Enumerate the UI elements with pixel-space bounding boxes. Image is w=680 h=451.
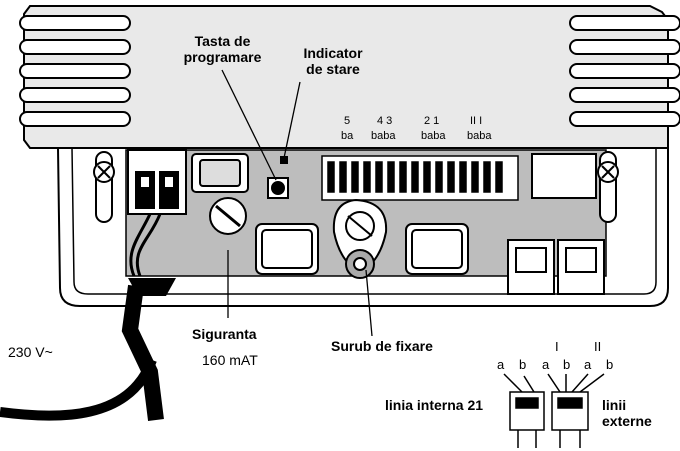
internal-pin-b: b — [519, 357, 527, 372]
programming-key-label-line2: programare — [183, 49, 262, 65]
mounting-screw-left — [93, 151, 115, 223]
external-pin-a2: a — [584, 357, 592, 372]
internal-line-plug — [503, 373, 545, 448]
terminal-pair-II-I: baba — [467, 130, 492, 142]
terminal-pair-5: ba — [341, 130, 354, 142]
fixing-screw-label: Surub de fixare — [331, 338, 433, 354]
cooling-fins-left — [19, 15, 131, 127]
leader-lines — [221, 69, 373, 337]
external-pin-b2: b — [606, 357, 614, 372]
terminal-number-II-I: II I — [470, 115, 483, 127]
status-indicator-label-line2: de stare — [306, 61, 360, 77]
cable-strain-relief — [128, 278, 176, 296]
programming-key-button — [267, 177, 289, 199]
fuse-label: Siguranta — [192, 326, 257, 342]
external-lines-label-line1: linii — [602, 397, 627, 413]
terminal-strip — [321, 155, 519, 201]
connector-block — [531, 153, 597, 199]
housing-base-inner — [71, 147, 657, 295]
board-cutouts — [255, 223, 469, 275]
terminal-pair-2-1: baba — [421, 130, 446, 142]
power-terminal-block — [127, 149, 187, 215]
fuse-rating-label: 160 mAT — [202, 352, 258, 368]
terminal-number-5: 5 — [344, 115, 351, 127]
programming-key-label: Tasta de programare — [175, 33, 270, 65]
fixing-screw — [332, 198, 388, 279]
mains-cable — [0, 213, 164, 421]
programming-key-label-line1: Tasta de — [194, 33, 251, 49]
external-lines-label: linii externe — [602, 397, 652, 429]
external-pin-a1: a — [542, 357, 550, 372]
external-lines-plug — [547, 373, 605, 448]
status-led — [280, 156, 288, 164]
mounting-screw-right — [597, 151, 619, 223]
internal-pin-a: a — [497, 357, 505, 372]
external-line-I-mark: I — [555, 339, 559, 354]
external-line-II-mark: II — [594, 339, 602, 354]
terminal-number-4-3: 4 3 — [377, 115, 393, 127]
status-indicator-label-line1: Indicator — [303, 45, 363, 61]
fuse-holder — [191, 153, 249, 235]
terminal-number-2-1: 2 1 — [424, 115, 440, 127]
external-pin-b1: b — [563, 357, 571, 372]
board-jacks — [507, 239, 605, 295]
status-indicator-label: Indicator de stare — [295, 45, 371, 77]
internal-line-label: linia interna 21 — [385, 397, 484, 413]
mains-voltage-label: 230 V~ — [8, 344, 53, 360]
terminal-pair-4-3: baba — [371, 130, 396, 142]
cooling-fins-right — [569, 15, 680, 127]
external-lines-label-line2: externe — [602, 413, 652, 429]
